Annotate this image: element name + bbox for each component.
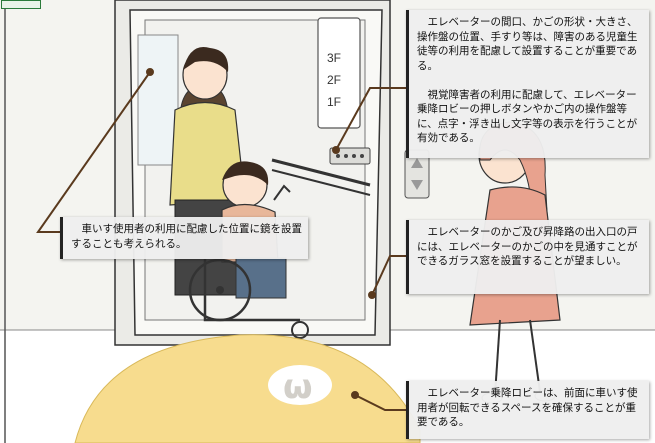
wheelchair-symbol-mark: ω <box>283 367 313 407</box>
braille-operation-panel[interactable] <box>329 147 371 165</box>
down-arrow-icon[interactable] <box>411 180 423 190</box>
floor-button-1f[interactable]: 1F <box>327 95 341 109</box>
up-arrow-icon[interactable] <box>411 158 423 168</box>
hall-call-buttons[interactable] <box>404 149 430 199</box>
corner-tag <box>1 0 41 9</box>
callout-lobby-space: エレベーター乗降ロビーは、前面に車いす使用者が回転できるスペースを確保することが… <box>406 381 649 439</box>
mirror <box>137 34 179 166</box>
callout-glass-window: エレベーターのかご及び昇降路の出入口の戸には、エレベーターのかごの中を見通すこと… <box>406 220 649 294</box>
turning-space-mat <box>74 334 421 443</box>
leader-lines <box>36 68 407 411</box>
floor-button-2f[interactable]: 2F <box>327 73 341 87</box>
wheelchair-floor-mark <box>268 365 332 405</box>
callout-mirror: 車いす使用者の利用に配慮した位置に鏡を設置することも考えられる。 <box>60 217 308 259</box>
handrail <box>271 158 371 196</box>
floor-button-3f[interactable]: 3F <box>327 51 341 65</box>
callout-elevator-design: エレベーターの間口、かごの形状・大きさ、操作盤の位置、手すり等は、障害のある児童… <box>406 10 649 158</box>
car-control-panel <box>317 17 361 129</box>
